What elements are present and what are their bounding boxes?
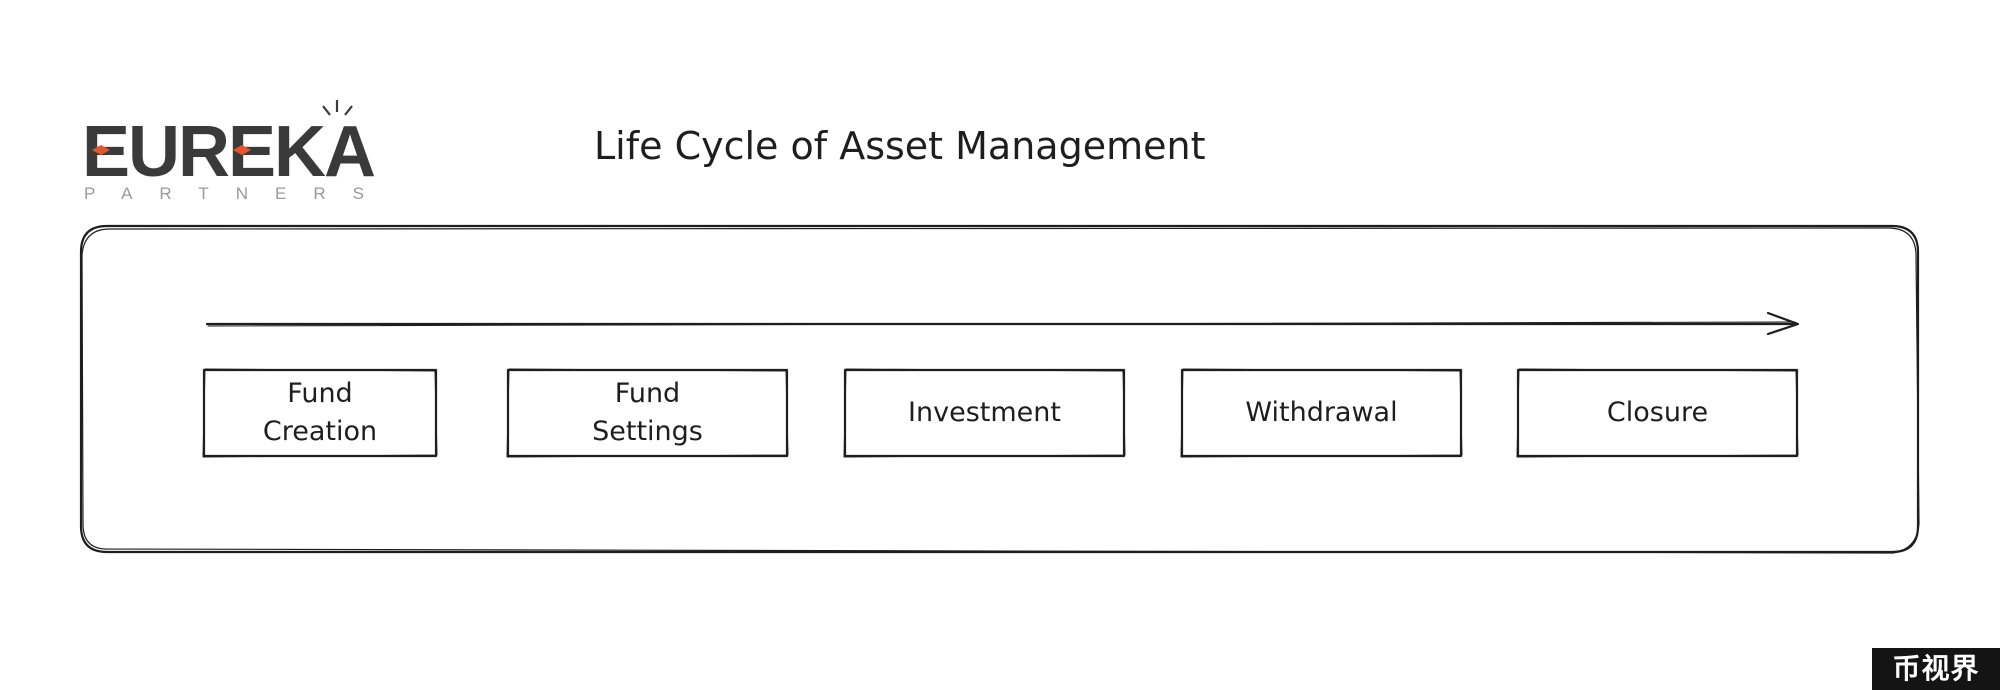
eureka-partners-logo: EUREKA PARTNERS xyxy=(82,100,376,210)
watermark-badge: 币视界 xyxy=(1872,648,2000,690)
logo-wordmark: EUREKA xyxy=(82,112,376,192)
logo-subtitle: PARTNERS xyxy=(84,184,392,203)
stage-closure: Closure xyxy=(1606,397,1709,428)
stage-investment: Investment xyxy=(908,397,1061,428)
stage-fund-creation: Fund Creation xyxy=(262,378,378,447)
diagram-title: Life Cycle of Asset Management xyxy=(594,124,1206,168)
timeline-arrow xyxy=(205,311,1800,336)
stage-fund-settings: Fund Settings xyxy=(592,378,703,447)
stage-withdrawal: Withdrawal xyxy=(1245,397,1398,428)
right-arrow-icon xyxy=(1766,311,1800,336)
